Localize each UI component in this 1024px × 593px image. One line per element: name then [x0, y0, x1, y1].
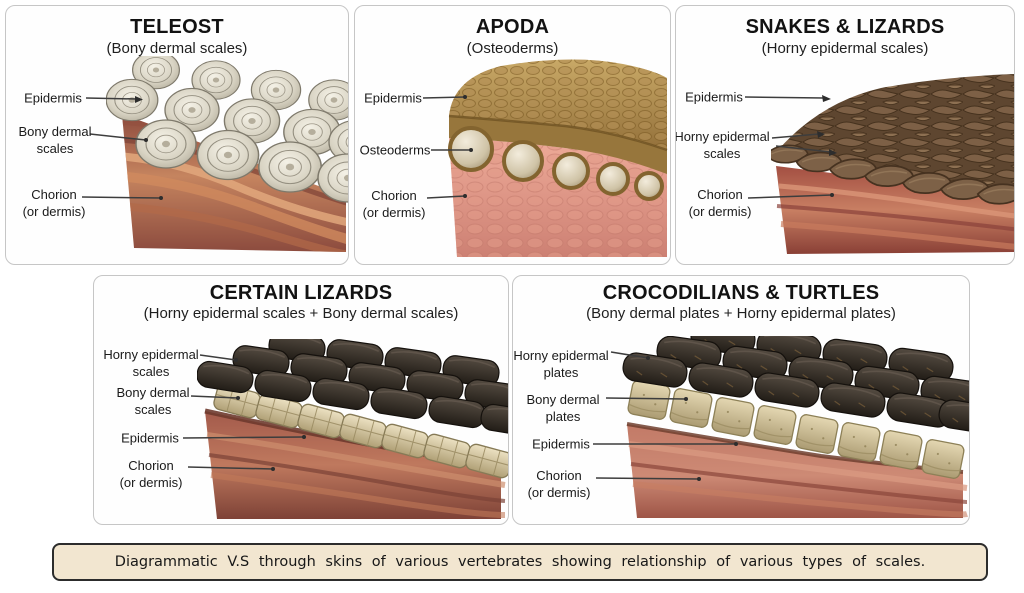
panel-subtitle: (Horny epidermal scales): [761, 40, 929, 57]
panel-subtitle: (Horny epidermal scales + Bony dermal sc…: [143, 305, 459, 322]
panel-title: SNAKES & LIZARDS: [745, 16, 945, 38]
label-chorion: Chorion (or dermis): [527, 467, 591, 500]
label-horny-epidermal-scales: Horny epidermal scales: [103, 346, 199, 379]
label-horny-epidermal-plates: Horny epidermal plates: [513, 347, 609, 380]
caption-text: Diagrammatic V.S through skins of variou…: [114, 554, 926, 570]
label-horny-epidermal-scales: Horny epidermal scales: [675, 128, 770, 161]
panel-crocodilians-turtles: CROCODILIANS & TURTLES (Bony dermal plat…: [512, 275, 970, 525]
label-chorion: Chorion (or dermis): [119, 457, 183, 490]
label-epidermis: Epidermis: [121, 430, 179, 446]
crocodilian-skin-illustration: [621, 336, 969, 518]
apoda-skin-illustration: [448, 59, 668, 257]
panel-subtitle: (Bony dermal plates + Horny epidermal pl…: [586, 305, 896, 322]
panel-apoda: APODA (Osteoderms) Epidermis Osteoderms …: [354, 5, 671, 265]
snake-skin-illustration: [771, 74, 1014, 254]
label-chorion: Chorion (or dermis): [22, 186, 86, 219]
osteoderms-art: [448, 126, 664, 201]
teleost-skin-illustration: [106, 56, 348, 252]
label-bony-dermal-scales: Bony dermal scales: [116, 384, 190, 417]
panel-teleost: TELEOST (Bony dermal scales): [5, 5, 349, 265]
panel-title: CROCODILIANS & TURTLES: [602, 282, 880, 304]
panel-title: TELEOST: [130, 16, 224, 38]
panel-snakes-lizards: SNAKES & LIZARDS (Horny epidermal scales…: [675, 5, 1015, 265]
label-epidermis: Epidermis: [532, 436, 590, 452]
panel-certain-lizards: CERTAIN LIZARDS (Horny epidermal scales …: [93, 275, 509, 525]
label-epidermis: Epidermis: [685, 89, 743, 105]
panel-title: CERTAIN LIZARDS: [209, 282, 393, 304]
panel-subtitle: (Osteoderms): [466, 40, 559, 57]
label-bony-dermal-plates: Bony dermal plates: [526, 391, 600, 424]
panel-subtitle: (Bony dermal scales): [106, 40, 248, 57]
caption-box: Diagrammatic V.S through skins of variou…: [52, 543, 988, 581]
label-epidermis: Epidermis: [364, 90, 422, 106]
label-bony-dermal-scales: Bony dermal scales: [18, 123, 92, 156]
label-osteoderms: Osteoderms: [359, 142, 431, 158]
panel-title: APODA: [475, 16, 550, 38]
label-chorion: Chorion (or dermis): [362, 187, 426, 220]
label-epidermis: Epidermis: [24, 90, 82, 106]
certain-lizards-skin-illustration: [197, 339, 508, 519]
label-chorion: Chorion (or dermis): [688, 186, 752, 219]
